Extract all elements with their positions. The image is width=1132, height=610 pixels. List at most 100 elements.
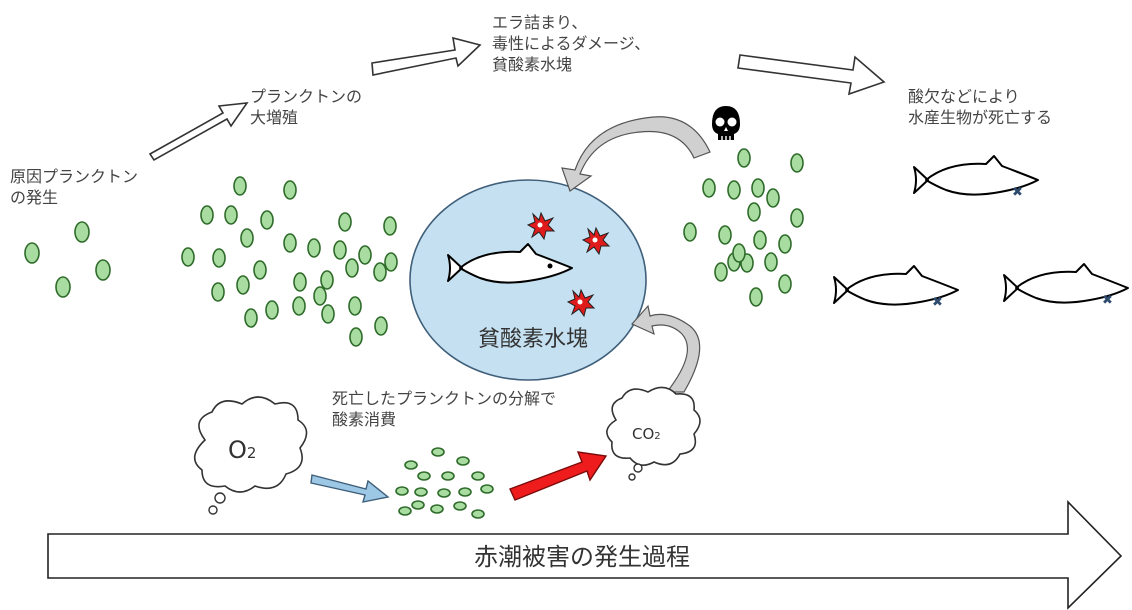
stage-arrow-1 xyxy=(148,102,249,162)
plankton-cell xyxy=(224,205,238,225)
plankton-cell xyxy=(265,300,279,320)
plankton-cell xyxy=(727,180,741,200)
plankton-cell xyxy=(244,308,258,328)
stage-label-cause: 原因プランクトン の発生 xyxy=(10,166,138,208)
process-arrow-label: 赤潮被害の発生過程 xyxy=(474,543,690,571)
svg-text:✖: ✖ xyxy=(932,295,943,310)
cycle-arrow-bottom xyxy=(631,304,701,393)
process-arrow xyxy=(47,500,1123,610)
toxic-particle-icon xyxy=(526,211,556,241)
plankton-cell xyxy=(753,230,767,250)
plankton-cell xyxy=(790,208,804,228)
plankton-cell xyxy=(349,327,363,347)
plankton-cell xyxy=(55,276,71,298)
plankton-cell xyxy=(320,270,334,290)
plankton-cell xyxy=(737,148,751,168)
plankton-fragment xyxy=(437,488,451,498)
stage-label-line: 水産生物が死亡する xyxy=(908,108,1053,127)
plankton-cell xyxy=(358,245,372,265)
plankton-cell xyxy=(307,238,321,258)
plankton-cell xyxy=(292,296,306,316)
plankton-cell xyxy=(338,212,352,232)
plankton-cell xyxy=(374,316,388,336)
stage-arrow-3 xyxy=(737,54,886,96)
toxic-particle-icon xyxy=(566,288,596,318)
plankton-fragment xyxy=(414,487,428,497)
plankton-cell xyxy=(253,260,267,280)
fish-icon xyxy=(447,243,573,284)
stage-label-damage: エラ詰まり、 毒性によるダメージ、 貧酸素水塊 xyxy=(492,12,650,75)
plankton-cell xyxy=(95,259,111,281)
plankton-cell xyxy=(747,202,761,222)
stage-label-bloom: プランクトンの 大増殖 xyxy=(250,86,362,128)
plankton-cell xyxy=(764,252,778,272)
hypoxic-zone-label: 貧酸素水塊 xyxy=(478,327,589,352)
plankton-fragment xyxy=(480,484,494,494)
plankton-cell xyxy=(333,240,347,260)
svg-text:✖: ✖ xyxy=(1102,293,1113,308)
plankton-cell xyxy=(751,178,765,198)
plankton-cell xyxy=(211,282,225,302)
plankton-cell xyxy=(373,262,387,282)
decomposition-line: 死亡したプランクトンの分解で xyxy=(332,389,557,408)
plankton-cell xyxy=(384,252,398,272)
plankton-cell xyxy=(683,222,697,242)
plankton-cell xyxy=(240,228,254,248)
plankton-cell xyxy=(313,286,327,306)
stage-label-line: 酸欠などにより xyxy=(908,87,1020,106)
plankton-fragment xyxy=(417,471,431,481)
plankton-cell xyxy=(790,153,804,173)
plankton-fragment xyxy=(404,460,418,470)
dead-fish-icon: ✖ xyxy=(833,265,959,310)
plankton-cell xyxy=(345,258,359,278)
toxic-particle-icon xyxy=(581,226,611,256)
oxygen-label: O2 xyxy=(228,436,256,467)
svg-text:✖: ✖ xyxy=(1012,185,1023,200)
dead-fish-icon: ✖ xyxy=(1003,263,1129,308)
stage-label-line: 原因プランクトン xyxy=(10,167,139,186)
oxygen-subscript: 2 xyxy=(246,444,257,462)
co2-subscript: 2 xyxy=(654,431,661,442)
plankton-cell xyxy=(749,287,763,307)
plankton-fragment xyxy=(456,456,470,466)
plankton-fragment xyxy=(430,504,444,514)
dead-fish-icon: ✖ xyxy=(913,155,1039,200)
co2-label: CO2 xyxy=(632,424,661,447)
plankton-cell xyxy=(766,188,780,208)
plankton-cell xyxy=(714,262,728,282)
plankton-cell xyxy=(233,176,247,196)
stage-label-line: 毒性によるダメージ、 xyxy=(492,34,651,53)
stage-label-line: エラ詰まり、 xyxy=(492,13,588,32)
cycle-arrow-top xyxy=(561,116,711,192)
decomposition-label: 死亡したプランクトンの分解で 酸素消費 xyxy=(332,388,556,430)
co2-cloud xyxy=(606,386,701,481)
plankton-cell xyxy=(732,243,746,263)
skull-icon xyxy=(712,106,740,140)
plankton-cell xyxy=(74,221,90,243)
plankton-cell xyxy=(718,225,732,245)
plankton-fragment xyxy=(458,487,472,497)
plankton-fragment xyxy=(398,506,412,516)
plankton-layer xyxy=(24,148,804,519)
oxygen-symbol: O xyxy=(228,436,247,464)
co2-symbol: CO xyxy=(632,425,655,443)
plankton-cell xyxy=(181,247,195,267)
stage-label-line: プランクトンの xyxy=(250,87,363,106)
plankton-cell xyxy=(236,275,250,295)
plankton-cell xyxy=(778,274,792,294)
co2-flow-arrow xyxy=(509,451,608,501)
plankton-fragment xyxy=(411,500,425,510)
o2-flow-arrow xyxy=(310,474,390,503)
plankton-cell xyxy=(293,272,307,292)
decomposition-line: 酸素消費 xyxy=(332,410,397,429)
plankton-cell xyxy=(200,205,214,225)
plankton-fragment xyxy=(471,471,485,481)
plankton-cell xyxy=(348,296,362,316)
plankton-cell xyxy=(24,242,40,264)
plankton-fragment xyxy=(395,486,409,496)
plankton-cell xyxy=(702,178,716,198)
stage-label-line: の発生 xyxy=(10,188,59,207)
plankton-fragment xyxy=(441,471,455,481)
